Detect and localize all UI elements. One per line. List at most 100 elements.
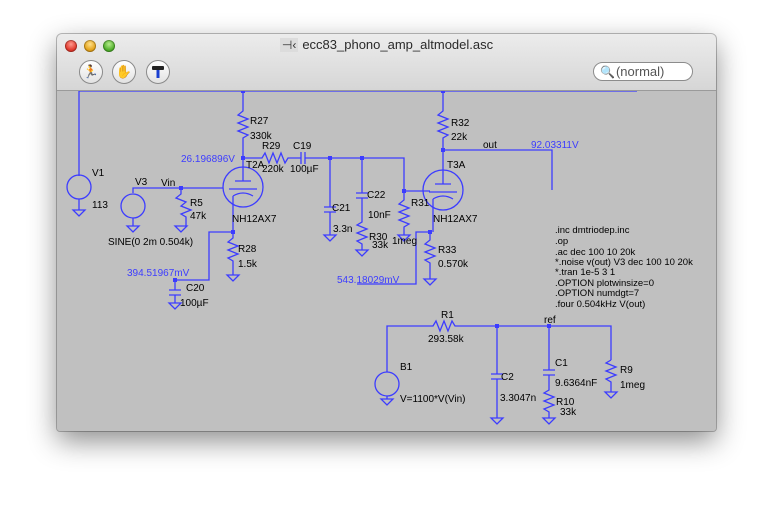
title-bar: ⊣‹ecc83_phono_amp_altmodel.asc 🏃 ✋ 🔍(nor… (57, 34, 716, 91)
b1-value: V=1100*V(Vin) (400, 394, 466, 405)
ltspice-window: ⊣‹ecc83_phono_amp_altmodel.asc 🏃 ✋ 🔍(nor… (57, 34, 716, 431)
r5-label: R5 (190, 198, 203, 209)
directive-line: .op (555, 236, 568, 247)
probe-t3a-cathode: 543.18029mV (337, 275, 400, 286)
c1-label: C1 (555, 358, 568, 369)
probe-t2a-plate: 26.196896V (181, 154, 235, 165)
hand-icon: ✋ (115, 64, 133, 79)
wire-interstage (243, 151, 405, 191)
junction-dot (173, 278, 177, 282)
r1-value: 293.58k (428, 334, 465, 345)
junction-dot (495, 324, 499, 328)
r9-value: 1meg (620, 380, 645, 391)
v3-label: V3 (135, 177, 148, 188)
r30-value: 33k (372, 240, 389, 251)
t2a-model: NH12AX7 (232, 214, 277, 225)
probe-t2a-cathode: 394.51967mV (127, 268, 190, 279)
c20-value: 100µF (180, 298, 209, 309)
junction-dot (360, 156, 364, 160)
v1-value: 113 (92, 200, 108, 211)
c1-value: 9.6364nF (555, 378, 597, 389)
wire-vin (132, 187, 223, 193)
search-placeholder: (normal) (615, 64, 665, 79)
r27-value: 330k (250, 131, 273, 142)
wire-t3a-cathode-probe (357, 231, 430, 285)
window-title: ⊣‹ecc83_phono_amp_altmodel.asc (57, 37, 716, 52)
v3-value: SINE(0 2m 0.504k) (108, 237, 193, 248)
probe-out: 92.03311V (531, 140, 579, 151)
directive-line: .OPTION numdgt=7 (555, 288, 639, 299)
t3a-model: NH12AX7 (433, 214, 478, 225)
directive-line: .four 0.504kHz V(out) (555, 299, 645, 310)
r32-value: 22k (451, 132, 468, 143)
junction-dot (402, 189, 406, 193)
t3a-label: T3A (447, 160, 466, 171)
net-out-label: out (483, 140, 497, 151)
close-button[interactable] (65, 40, 77, 52)
c22-value: 10nF (368, 210, 391, 221)
v1-source-symbol (66, 174, 92, 200)
junction-dot (441, 89, 445, 93)
c21-capacitor (322, 158, 338, 242)
ground-icon (125, 218, 141, 233)
r33-label: R33 (438, 245, 457, 256)
r29-label: R29 (262, 141, 281, 152)
c22-r30-branch (354, 158, 370, 257)
r30-label: R30 (369, 232, 388, 243)
net-vin-label: Vin (161, 178, 175, 189)
junction-dot (231, 230, 235, 234)
r1-label: R1 (441, 310, 454, 321)
spice-directives: .inc dmtriodep.inc .op .ac dec 100 10 20… (555, 225, 693, 310)
c20-label: C20 (186, 283, 205, 294)
r28-label: R28 (238, 244, 257, 255)
t2a-electrodes (229, 158, 257, 228)
c2-label: C2 (501, 372, 514, 383)
window-title-text: ecc83_phono_amp_altmodel.asc (302, 37, 494, 52)
zoom-button[interactable] (103, 40, 115, 52)
r33-value: 0.570k (438, 259, 469, 270)
c22-label: C22 (367, 190, 386, 201)
junction-dot (241, 89, 245, 93)
b1-label: B1 (400, 362, 413, 373)
schematic-drawing[interactable]: V1 113 V3 SINE(0 2m 0.504k) Vin R5 47k R… (57, 89, 716, 431)
r31-label: R31 (411, 198, 430, 209)
r27-resistor (236, 91, 250, 158)
junction-dot (428, 230, 432, 234)
c19-value: 100µF (290, 164, 319, 175)
run-icon: 🏃 (82, 64, 100, 79)
r9-label: R9 (620, 365, 633, 376)
directive-line: .ac dec 100 10 20k (555, 247, 636, 258)
c21-label: C21 (332, 203, 351, 214)
r10-label: R10 (556, 397, 575, 408)
junction-dot (441, 148, 445, 152)
run-button[interactable]: 🏃 (79, 60, 103, 84)
ground-icon (379, 396, 395, 406)
t2a-label: T2A (246, 160, 265, 171)
t3a-electrodes (429, 150, 457, 232)
schematic-canvas[interactable]: V1 113 V3 SINE(0 2m 0.504k) Vin R5 47k R… (57, 89, 716, 431)
r28-value: 1.5k (238, 259, 258, 270)
directive-line: .inc dmtriodep.inc (555, 225, 630, 236)
c19-label: C19 (293, 141, 312, 152)
junction-dot (328, 156, 332, 160)
directive-line: *.noise v(out) V3 dec 100 10 20k (555, 257, 693, 268)
r5-resistor (173, 188, 193, 233)
v1-label: V1 (92, 168, 105, 179)
halt-button[interactable]: ✋ (112, 60, 136, 84)
search-field[interactable]: 🔍(normal) (593, 62, 693, 81)
b1-source-symbol (374, 371, 400, 397)
c20-capacitor (167, 231, 233, 310)
net-ref-label: ref (544, 315, 556, 326)
schematic-icon: ⊣‹ (279, 38, 299, 52)
search-icon: 🔍 (600, 64, 615, 79)
minimize-button[interactable] (84, 40, 96, 52)
r33-resistor (422, 232, 438, 286)
r10-value: 33k (560, 407, 577, 418)
hammer-icon (152, 66, 164, 78)
hammer-button[interactable] (146, 60, 170, 84)
junction-dot (241, 156, 245, 160)
r31-resistor (396, 191, 412, 242)
r28-resistor (225, 228, 241, 282)
r9-resistor (603, 359, 619, 399)
c1-r10-branch (541, 326, 557, 425)
